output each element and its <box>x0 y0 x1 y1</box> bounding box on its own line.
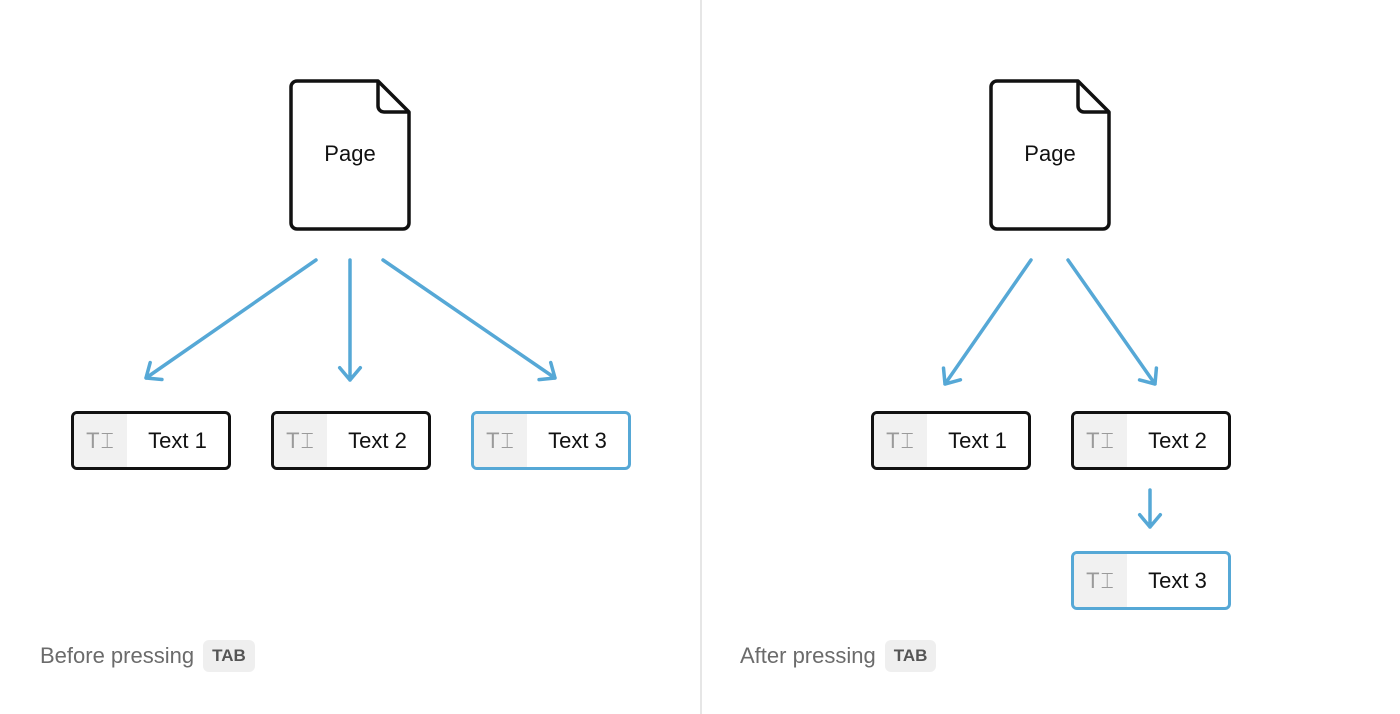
block-label: Text 3 <box>548 427 607 453</box>
page-document-icon <box>289 79 411 231</box>
arrow-connector <box>941 258 1033 386</box>
page-label: Page <box>324 141 376 166</box>
text-block-icon: T⌶ <box>474 414 527 467</box>
page-label: Page <box>1024 141 1076 166</box>
text-block-1-before: T⌶ Text 1 <box>71 411 231 470</box>
text-block-3-after-nested: T⌶ Text 3 <box>1071 551 1231 610</box>
block-label: Text 2 <box>1148 427 1207 453</box>
arrow-connector <box>1066 258 1159 386</box>
text-block-2-before: T⌶ Text 2 <box>271 411 431 470</box>
text-block-1-after: T⌶ Text 1 <box>871 411 1031 470</box>
block-label: Text 1 <box>948 427 1007 453</box>
caption-before: Before pressing TAB <box>40 640 255 672</box>
text-block-icon: T⌶ <box>874 414 927 467</box>
tab-key-badge: TAB <box>884 640 937 672</box>
text-block-icon: T⌶ <box>1074 554 1127 607</box>
text-block-3-before-selected: T⌶ Text 3 <box>471 411 631 470</box>
arrow-connector <box>1137 488 1163 529</box>
arrow-connector <box>337 258 363 382</box>
caption-after: After pressing TAB <box>740 640 937 672</box>
arrow-connector <box>144 258 318 382</box>
page-node-before: Page <box>289 79 411 231</box>
block-label: Text 2 <box>348 427 407 453</box>
caption-text: After pressing <box>740 643 876 668</box>
tab-key-badge: TAB <box>203 640 255 672</box>
page-node-after: Page <box>989 79 1111 231</box>
arrow-connector <box>381 258 557 382</box>
text-block-icon: T⌶ <box>1074 414 1127 467</box>
text-block-2-after: T⌶ Text 2 <box>1071 411 1231 470</box>
text-block-icon: T⌶ <box>74 414 127 467</box>
panel-divider <box>700 0 702 714</box>
caption-text: Before pressing <box>40 643 195 668</box>
block-label: Text 1 <box>148 427 207 453</box>
block-label: Text 3 <box>1148 567 1207 593</box>
text-block-icon: T⌶ <box>274 414 327 467</box>
page-document-icon <box>989 79 1111 231</box>
